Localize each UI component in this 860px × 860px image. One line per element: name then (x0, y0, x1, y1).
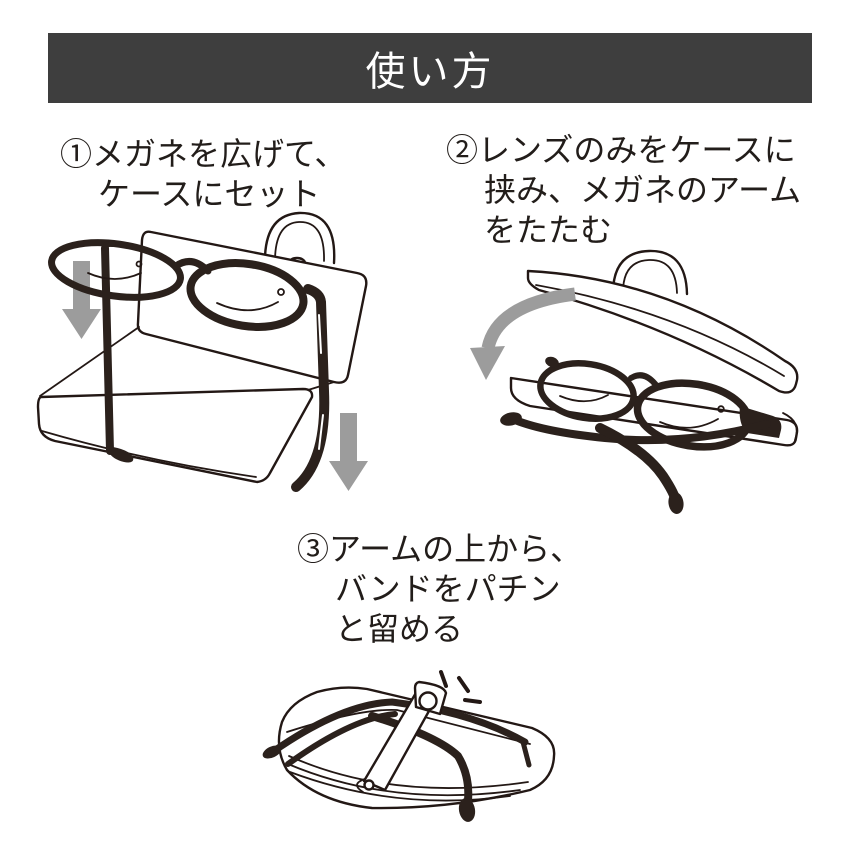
header-bar: 使い方 (48, 33, 812, 103)
right-lens (186, 259, 308, 331)
left-lens (48, 239, 184, 301)
case-back-panel (39, 230, 368, 397)
step1-caption: ①メガネを広げて、 ケースにセット (60, 134, 346, 214)
case-closed (277, 686, 556, 810)
step3-line2: バンドをパチン (335, 571, 561, 607)
step3-caption: ③アームの上から、 バンドをパチン と留める (297, 529, 582, 649)
snap-button (418, 691, 438, 711)
step1-line2: ケースにセット (98, 176, 321, 212)
folded-temple-arms (500, 412, 771, 514)
case-front-panel (36, 387, 314, 484)
page-title: 使い方 (365, 50, 495, 94)
glasses-bridge (628, 372, 659, 388)
step3-line1: ③アームの上から、 (297, 531, 583, 567)
glasses-open (48, 239, 330, 492)
snap-flash-icon (439, 670, 482, 704)
step1-illustration (25, 203, 445, 528)
down-arrow-icon (329, 413, 368, 491)
case-strap-loop (611, 249, 689, 298)
step2-drawing (470, 249, 799, 514)
snap-band (356, 680, 448, 793)
step2-caption: ②レンズのみをケースに 挟み、メガネのアーム をたたむ (446, 130, 801, 250)
step3-line3: と留める (335, 611, 464, 647)
case-base (509, 376, 799, 447)
left-lens (537, 360, 637, 422)
left-temple-arm (101, 244, 114, 455)
step1-drawing (36, 211, 368, 492)
down-arrow-icon (62, 261, 101, 339)
right-temple-arm (291, 284, 330, 492)
curved-arrow-icon (470, 287, 576, 380)
step1-line1: ①メガネを広げて、 (60, 136, 347, 172)
step2-line3: をたたむ (484, 212, 613, 248)
step3-drawing (262, 670, 556, 822)
glasses-in-case (537, 356, 782, 451)
glasses-bridge (172, 258, 212, 275)
step2-line1: ②レンズのみをケースに (446, 132, 796, 168)
step2-line2: 挟み、メガネのアーム (484, 172, 802, 208)
step3-illustration (232, 652, 632, 852)
step2-illustration (435, 248, 855, 538)
case-foot (108, 446, 134, 463)
